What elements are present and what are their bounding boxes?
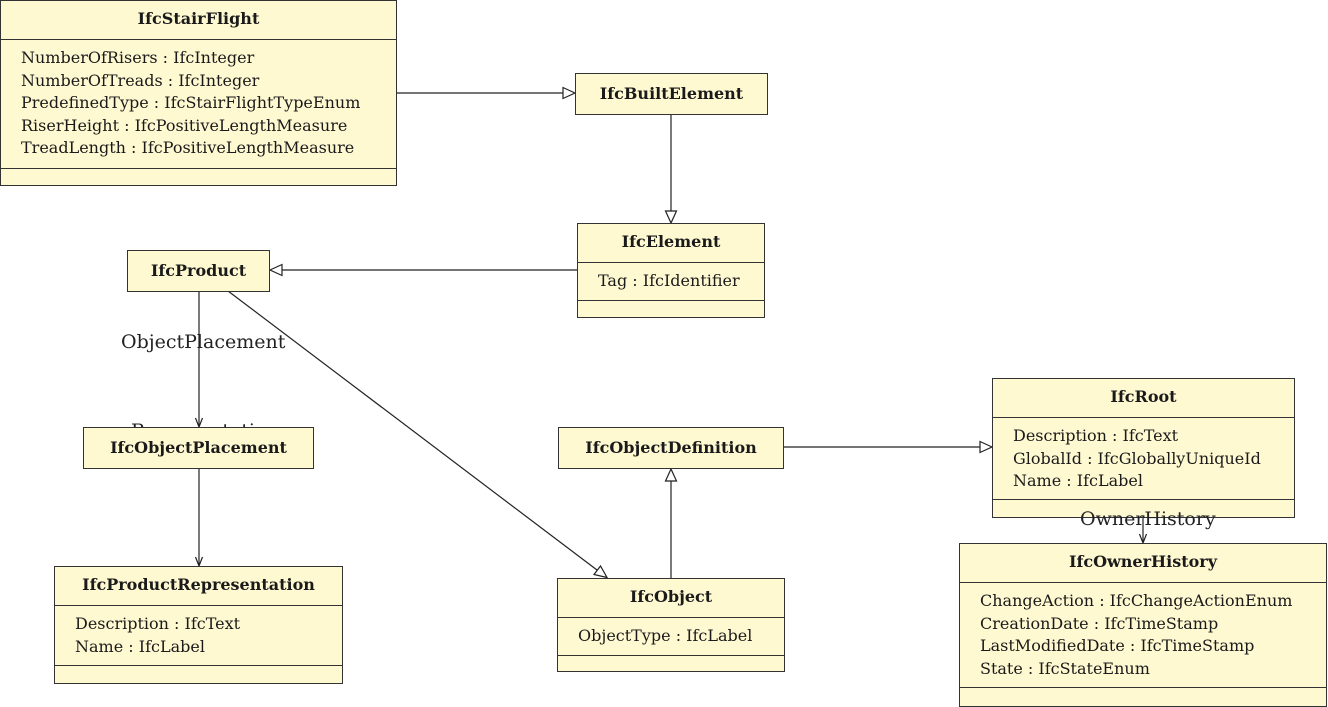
operation-compartment <box>558 655 784 656</box>
generalization-arrowhead <box>664 467 678 482</box>
class-name: IfcOwnerHistory <box>1068 552 1218 571</box>
class-ifcroot[interactable]: IfcRoot Description : IfcText GlobalId :… <box>992 378 1295 518</box>
attribute: State : IfcStateEnum <box>980 658 1150 678</box>
attribute-compartment: Description : IfcText Name : IfcLabel <box>55 605 342 665</box>
ownerhistory-role-label: OwnerHistory <box>1080 508 1216 530</box>
attribute: Name : IfcLabel <box>1013 471 1143 490</box>
class-name: IfcObjectPlacement <box>110 438 287 457</box>
generalization-arrowhead <box>268 263 283 277</box>
attribute: LastModifiedDate : IfcTimeStamp <box>980 636 1255 655</box>
class-ifcownerhistory[interactable]: IfcOwnerHistory ChangeAction : IfcChange… <box>959 543 1327 707</box>
attribute: Name : IfcLabel <box>75 636 205 656</box>
attribute: Tag : IfcIdentifier <box>598 271 740 290</box>
operation-compartment <box>960 687 1326 688</box>
operation-compartment <box>578 300 764 301</box>
generalization-arrowhead <box>664 210 678 225</box>
operation-compartment <box>1 168 396 169</box>
attribute: NumberOfRisers : IfcInteger <box>21 48 255 67</box>
generalization-arrowhead <box>562 86 577 100</box>
attribute: GlobalId : IfcGloballyUniqueId <box>1013 448 1261 468</box>
operation-compartment <box>993 499 1294 500</box>
class-ifcobjectplacement[interactable]: IfcObjectPlacement <box>83 427 314 469</box>
attribute-compartment: Tag : IfcIdentifier <box>578 262 764 300</box>
class-name: IfcProductRepresentation <box>82 575 315 594</box>
class-ifcstairflight[interactable]: IfcStairFlight NumberOfRisers : IfcInteg… <box>0 0 397 186</box>
class-ifcproductrepresentation[interactable]: IfcProductRepresentation Description : I… <box>54 566 343 684</box>
class-name: IfcElement <box>621 232 721 251</box>
attribute-compartment: Description : IfcText GlobalId : IfcGlob… <box>993 417 1294 499</box>
attribute-compartment: NumberOfRisers : IfcInteger NumberOfTrea… <box>1 39 396 168</box>
attribute: ObjectType : IfcLabel <box>578 626 753 645</box>
class-ifcobjectdefinition[interactable]: IfcObjectDefinition <box>558 427 784 469</box>
attribute: Description : IfcText <box>75 614 241 633</box>
objectplacement-role-label: ObjectPlacement <box>121 331 286 353</box>
class-ifcproduct[interactable]: IfcProduct <box>127 250 270 292</box>
generalization-arrowhead <box>979 440 994 454</box>
class-name: IfcProduct <box>150 261 247 280</box>
attribute: RiserHeight : IfcPositiveLengthMeasure <box>21 115 348 135</box>
class-name: IfcBuiltElement <box>599 84 744 103</box>
operation-compartment <box>55 665 342 666</box>
class-ifcbuiltelement[interactable]: IfcBuiltElement <box>575 73 768 115</box>
class-name: IfcObject <box>629 587 713 606</box>
attribute: TreadLength : IfcPositiveLengthMeasure <box>21 138 355 157</box>
attribute: Description : IfcText <box>1013 426 1179 445</box>
attribute: CreationDate : IfcTimeStamp <box>980 613 1219 633</box>
class-ifcobject[interactable]: IfcObject ObjectType : IfcLabel <box>557 578 785 672</box>
class-name: IfcStairFlight <box>137 9 260 28</box>
attribute-compartment: ChangeAction : IfcChangeActionEnum Creat… <box>960 582 1326 687</box>
attribute: PredefinedType : IfcStairFlightTypeEnum <box>21 93 361 112</box>
attribute: NumberOfTreads : IfcInteger <box>21 70 260 90</box>
class-ifcelement[interactable]: IfcElement Tag : IfcIdentifier <box>577 223 765 318</box>
product-to-object-line <box>227 290 598 571</box>
generalization-arrowhead <box>592 564 609 579</box>
class-name: IfcRoot <box>1110 387 1177 406</box>
attribute-compartment: ObjectType : IfcLabel <box>558 617 784 655</box>
attribute: ChangeAction : IfcChangeActionEnum <box>980 591 1293 610</box>
class-name: IfcObjectDefinition <box>585 438 757 457</box>
